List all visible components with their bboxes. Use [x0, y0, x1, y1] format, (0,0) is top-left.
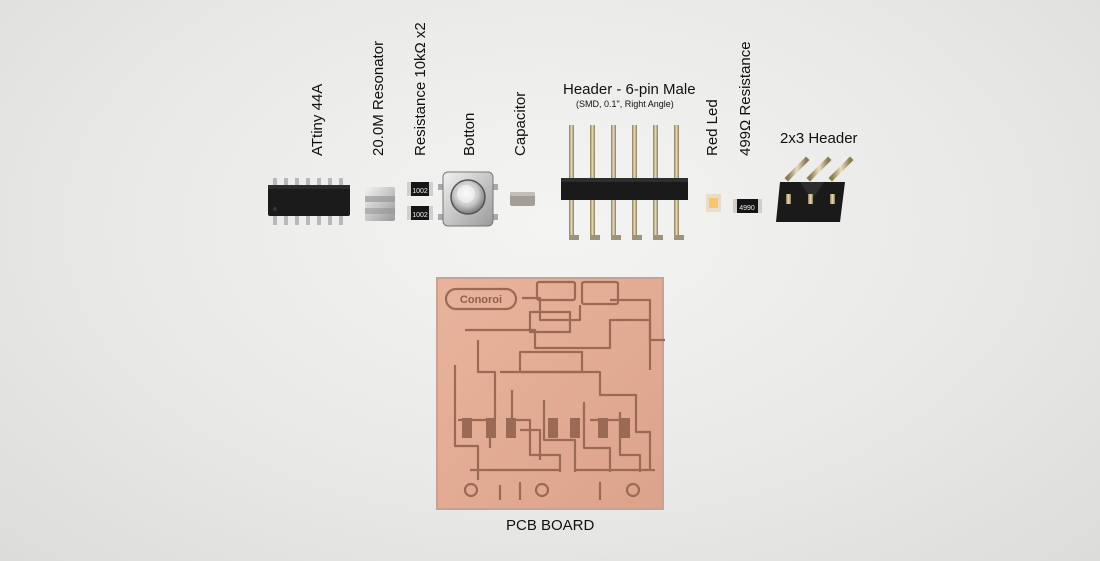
- header-6pin: [561, 125, 688, 240]
- label-resistance-499: 499Ω Resistance: [737, 41, 754, 156]
- capacitor: [510, 192, 535, 206]
- resonator: [365, 187, 395, 221]
- resistor-10k-2: 1002: [407, 206, 433, 220]
- pcb-logo: Conoroi: [460, 294, 502, 306]
- tactile-button: [438, 171, 498, 227]
- resistor-10k-code-2: 1002: [412, 212, 428, 219]
- label-header-6pin-detail: (SMD, 0.1", Right Angle): [576, 99, 674, 109]
- resistor-10k-1: 1002: [407, 182, 433, 196]
- label-capacitor: Capacitor: [512, 91, 529, 156]
- label-pcb-board: PCB BOARD: [506, 517, 595, 534]
- label-header-6pin: Header - 6-pin Male: [563, 81, 696, 98]
- header-2x3: [776, 156, 854, 239]
- label-button: Botton: [461, 112, 478, 156]
- attiny-chip: [268, 178, 350, 225]
- resistor-499: 4990: [733, 199, 762, 213]
- label-resonator: 20.0M Resonator: [370, 40, 387, 156]
- label-attiny: ATtiny 44A: [309, 83, 326, 156]
- label-header-2x3: 2x3 Header: [780, 130, 858, 147]
- resistor-10k-code-1: 1002: [412, 188, 428, 195]
- resistor-499-code: 4990: [739, 205, 755, 212]
- label-resistance-10k: Resistance 10kΩ x2: [412, 22, 429, 156]
- red-led: [706, 194, 721, 212]
- label-red-led: Red Led: [704, 99, 721, 156]
- pcb-board: Conoroi: [436, 277, 665, 510]
